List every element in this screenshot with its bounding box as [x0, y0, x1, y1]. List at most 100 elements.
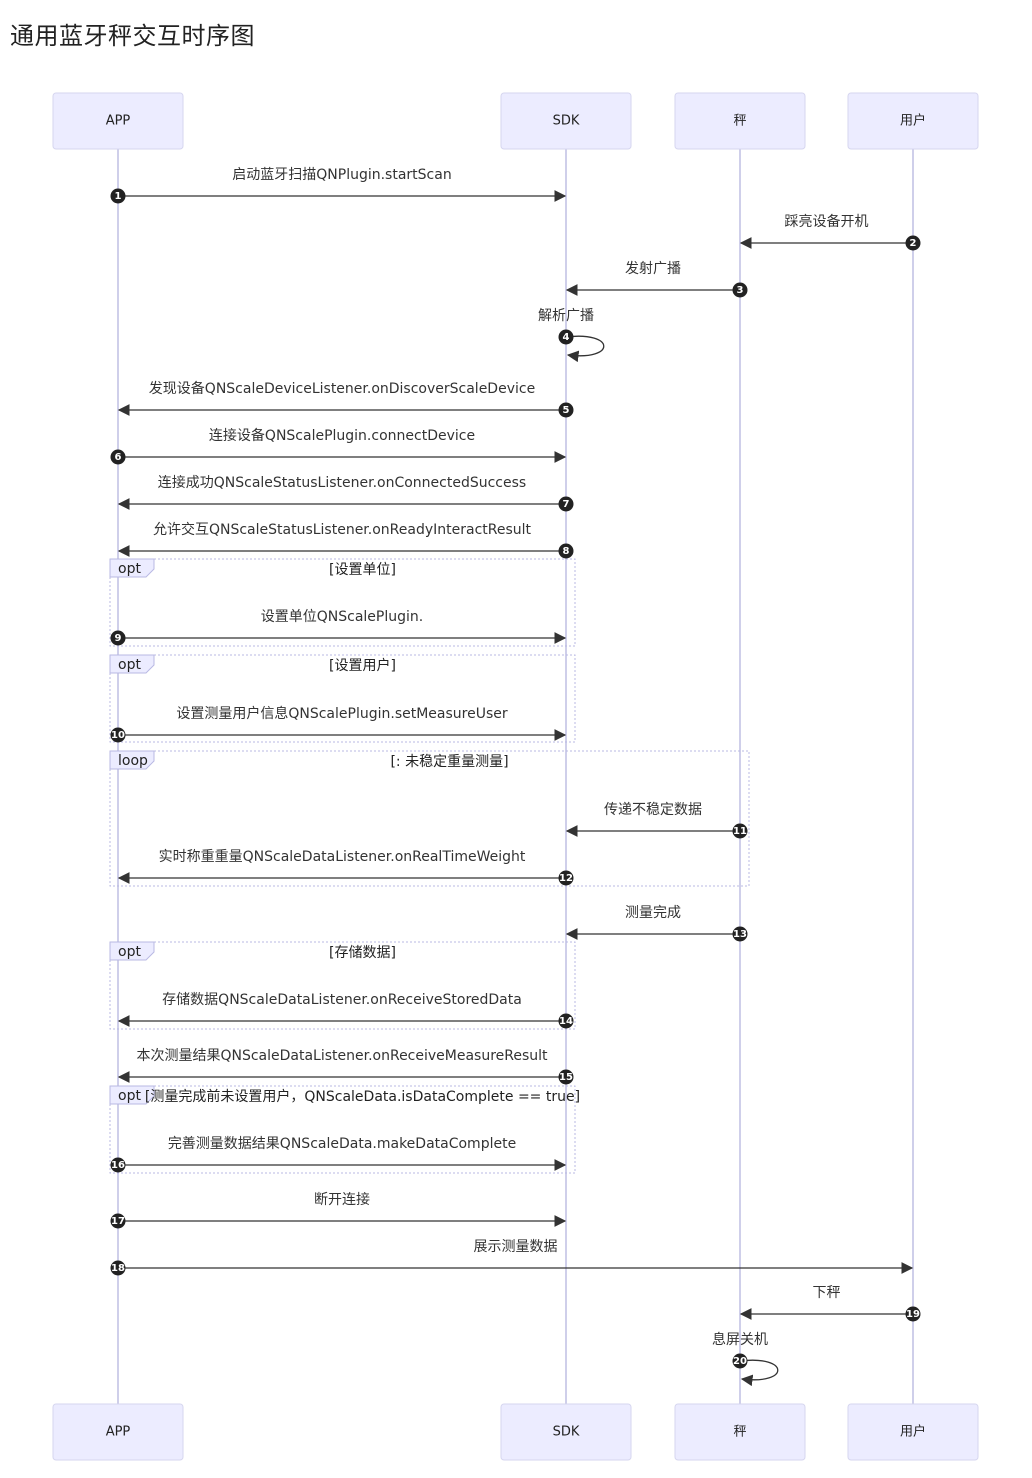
- sequence-number-badge: [110, 727, 126, 743]
- sequence-number-badge: [558, 329, 574, 345]
- fragment-condition: [设置单位]: [329, 562, 396, 578]
- participant-app-top: APP: [52, 92, 184, 150]
- participant-app-bottom: APP: [52, 1403, 184, 1461]
- fragment-kind-label: opt: [118, 944, 141, 960]
- sequence-number: 5: [563, 405, 570, 416]
- sequence-number-badge: [110, 1157, 126, 1173]
- sequence-number-badge: [558, 402, 574, 418]
- fragment-opt: opt [设置用户]: [109, 654, 576, 743]
- message-label: 下秤: [813, 1285, 841, 1301]
- sequence-number-badge: [558, 543, 574, 559]
- message-18: 展示测量数据 18: [110, 1239, 914, 1276]
- message-label: 连接成功QNScaleStatusListener.onConnectedSuc…: [158, 474, 526, 491]
- sequence-number: 18: [111, 1263, 125, 1274]
- message-label: 踩亮设备开机: [785, 213, 869, 230]
- participant-label: 用户: [900, 113, 926, 129]
- sequence-number: 16: [111, 1160, 125, 1171]
- sequence-number: 20: [733, 1356, 747, 1367]
- sequence-number: 3: [737, 285, 744, 296]
- message-16: 完善测量数据结果QNScaleData.makeDataComplete 16: [110, 1136, 567, 1173]
- fragment-box: [109, 558, 576, 647]
- message-label: 实时称重重量QNScaleDataListener.onRealTimeWeig…: [159, 849, 526, 865]
- sequence-number: 15: [559, 1072, 573, 1083]
- sequence-number: 8: [563, 546, 570, 557]
- message-label: 设置单位QNScalePlugin.: [261, 609, 423, 625]
- message-label: 展示测量数据: [474, 1239, 558, 1255]
- participant-box: [674, 1403, 806, 1461]
- fragment-opt: opt[存储数据]: [109, 941, 576, 1030]
- sequence-number-badge: [110, 1260, 126, 1276]
- fragment-condition: [设置用户]: [329, 657, 396, 674]
- participant-box: [674, 92, 806, 150]
- message-label: 断开连接: [314, 1191, 370, 1208]
- fragment-condition: [测量完成前未设置用户，QNScaleData.isDataComplete =…: [145, 1088, 580, 1105]
- message-label: 本次测量结果QNScaleDataListener.onReceiveMeasu…: [136, 1048, 548, 1064]
- page-title: 通用蓝牙秤交互时序图: [10, 22, 255, 50]
- message-20: 息屏关机 20: [712, 1331, 779, 1387]
- message-9: 设置单位QNScalePlugin.9: [110, 609, 567, 646]
- message-label: 测量完成: [625, 905, 681, 921]
- messages: 启动蓝牙扫描QNPlugin.startScan1踩亮设备开机2发射广播3解析广…: [110, 167, 921, 1387]
- participant-scale-bottom: 秤: [674, 1403, 806, 1461]
- fragment-kind-label: opt: [118, 1088, 141, 1104]
- fragment-tab: [109, 941, 155, 961]
- participant-label: APP: [106, 1425, 131, 1440]
- fragment-opt: opt [设置单位]: [109, 558, 576, 647]
- participant-box: [500, 1403, 632, 1461]
- sequence-number-badge: [558, 496, 574, 512]
- message-label: 解析广播: [538, 308, 594, 324]
- fragment-kind-label: loop: [118, 753, 148, 769]
- sequence-number-badge: [558, 1069, 574, 1085]
- fragment-kind-label: opt: [118, 657, 141, 673]
- sequence-number-badge: [905, 235, 921, 251]
- participant-box: [847, 92, 979, 150]
- sequence-number-badge: [732, 282, 748, 298]
- sequence-number: 10: [111, 730, 125, 741]
- fragment-tab: [109, 654, 155, 674]
- sequence-number-badge: [110, 1213, 126, 1229]
- participant-label: 秤: [733, 1425, 746, 1440]
- participant-sdk-top: SDK: [500, 92, 632, 150]
- message-13: 测量完成 13: [565, 905, 748, 942]
- message-label: 允许交互QNScaleStatusListener.onReadyInterac…: [153, 521, 532, 538]
- sequence-number: 12: [559, 873, 573, 884]
- fragment-box: [109, 750, 750, 887]
- sequence-number: 1: [115, 191, 122, 202]
- message-label: 息屏关机: [712, 1331, 768, 1348]
- sequence-number: 6: [115, 452, 122, 463]
- participant-box: [52, 1403, 184, 1461]
- sequence-number-badge: [905, 1306, 921, 1322]
- fragment-tab: [109, 558, 155, 578]
- fragment-tab: [109, 750, 155, 770]
- sequence-number: 19: [906, 1309, 920, 1320]
- sequence-number-badge: [732, 926, 748, 942]
- participant-scale-top: 秤: [674, 92, 806, 150]
- message-12: 实时称重重量QNScaleDataListener.onRealTimeWeig…: [117, 849, 574, 886]
- participant-label: SDK: [553, 1425, 580, 1440]
- fragment-kind-label: opt: [118, 561, 141, 577]
- message-label: 发现设备QNScaleDeviceListener.onDiscoverScal…: [149, 380, 535, 397]
- message-label: 传递不稳定数据: [604, 802, 702, 818]
- participant-label: SDK: [553, 114, 580, 129]
- message-15: 本次测量结果QNScaleDataListener.onReceiveMeasu…: [117, 1048, 574, 1085]
- message-19: 下秤 19: [739, 1285, 921, 1322]
- self-message-arrow: [739, 1359, 779, 1387]
- fragment-box: [109, 941, 576, 1030]
- sequence-number-badge: [110, 188, 126, 204]
- message-7: 连接成功QNScaleStatusListener.onConnectedSuc…: [117, 474, 574, 512]
- sequence-number-badge: [110, 449, 126, 465]
- message-label: 存储数据QNScaleDataListener.onReceiveStoredD…: [162, 992, 522, 1008]
- sequence-number: 13: [733, 929, 747, 940]
- sequence-number-badge: [732, 823, 748, 839]
- message-8: 允许交互QNScaleStatusListener.onReadyInterac…: [117, 521, 574, 559]
- sequence-number-badge: [558, 870, 574, 886]
- message-5: 发现设备QNScaleDeviceListener.onDiscoverScal…: [117, 380, 574, 418]
- message-label: 完善测量数据结果QNScaleData.makeDataComplete: [168, 1136, 516, 1152]
